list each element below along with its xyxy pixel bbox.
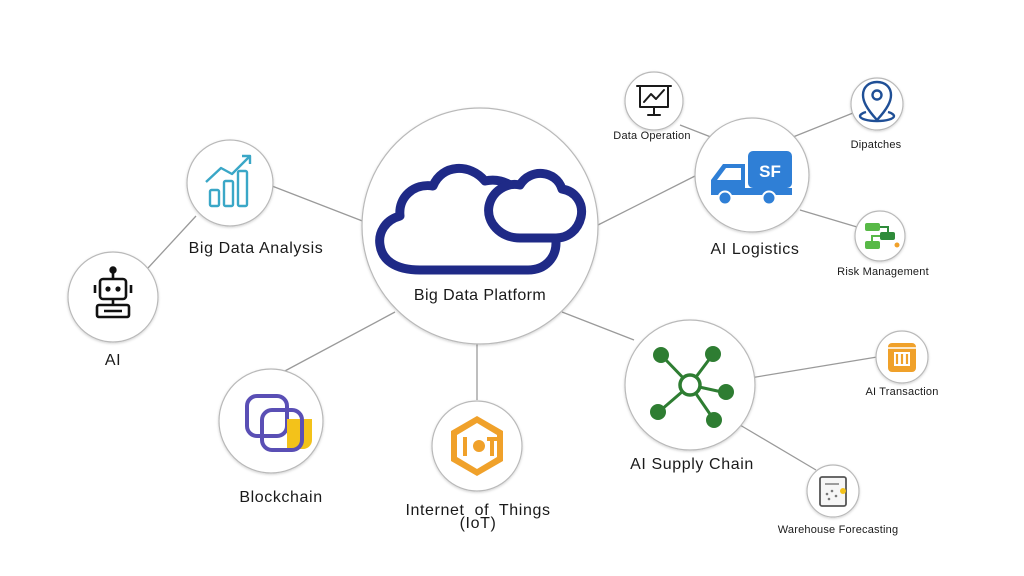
connector-logistics-dipatches	[787, 112, 854, 140]
ai-logistics-label: AI Logistics	[710, 241, 800, 258]
ai-label: AI	[104, 352, 122, 369]
iot-label-line1: Internet of Things	[405, 502, 551, 519]
connector-hub-supplychain	[561, 311, 635, 341]
ai-supply-chain-label: AI Supply Chain	[630, 456, 754, 473]
connector-hub-logistics	[595, 174, 698, 227]
data-operation-circle[interactable]	[624, 71, 684, 131]
network-nodes-icon	[650, 346, 734, 428]
iot-label: Internet of Things (IoT)	[405, 502, 550, 534]
connector-hub-analysis	[271, 185, 366, 223]
big-data-analysis-label: Big Data Analysis	[188, 240, 324, 257]
big-data-analysis-circle[interactable]	[186, 139, 274, 227]
connector-supplychain-transaction	[749, 356, 878, 379]
hub-label: Big Data Platform	[413, 287, 547, 304]
transaction-box-icon	[888, 343, 916, 372]
iot-hexagon-icon	[451, 416, 503, 476]
connector-logistics-risk	[799, 209, 858, 228]
bar-chart-icon	[205, 154, 252, 208]
connector-supplychain-warehouse	[739, 424, 817, 471]
hub-circle[interactable]	[361, 107, 599, 345]
ai-circle[interactable]	[67, 251, 159, 343]
connector-analysis-ai	[147, 215, 197, 269]
connector-hub-blockchain	[267, 311, 396, 381]
risk-management-label: Risk Management	[837, 266, 929, 278]
delivery-truck-icon: SF	[711, 151, 792, 206]
map-pin-icon	[858, 80, 896, 123]
warehouse-forecasting-label: Warehouse Forecasting	[777, 524, 899, 536]
iot-label-line2: (IoT)	[459, 515, 497, 533]
dipatches-label: Dipatches	[850, 139, 902, 151]
presentation-chart-icon	[636, 85, 672, 116]
data-operation-label: Data Operation	[613, 130, 691, 142]
blockchain-label: Blockchain	[239, 489, 323, 506]
stacked-squares-icon	[245, 394, 312, 452]
truck-logo-text: SF	[759, 162, 781, 181]
cloud-icon	[375, 163, 587, 275]
ai-transaction-label: AI Transaction	[865, 386, 939, 398]
connectors	[147, 112, 878, 471]
risk-flow-icon	[865, 223, 900, 249]
robot-icon	[93, 266, 133, 319]
forecast-document-icon	[819, 476, 847, 507]
